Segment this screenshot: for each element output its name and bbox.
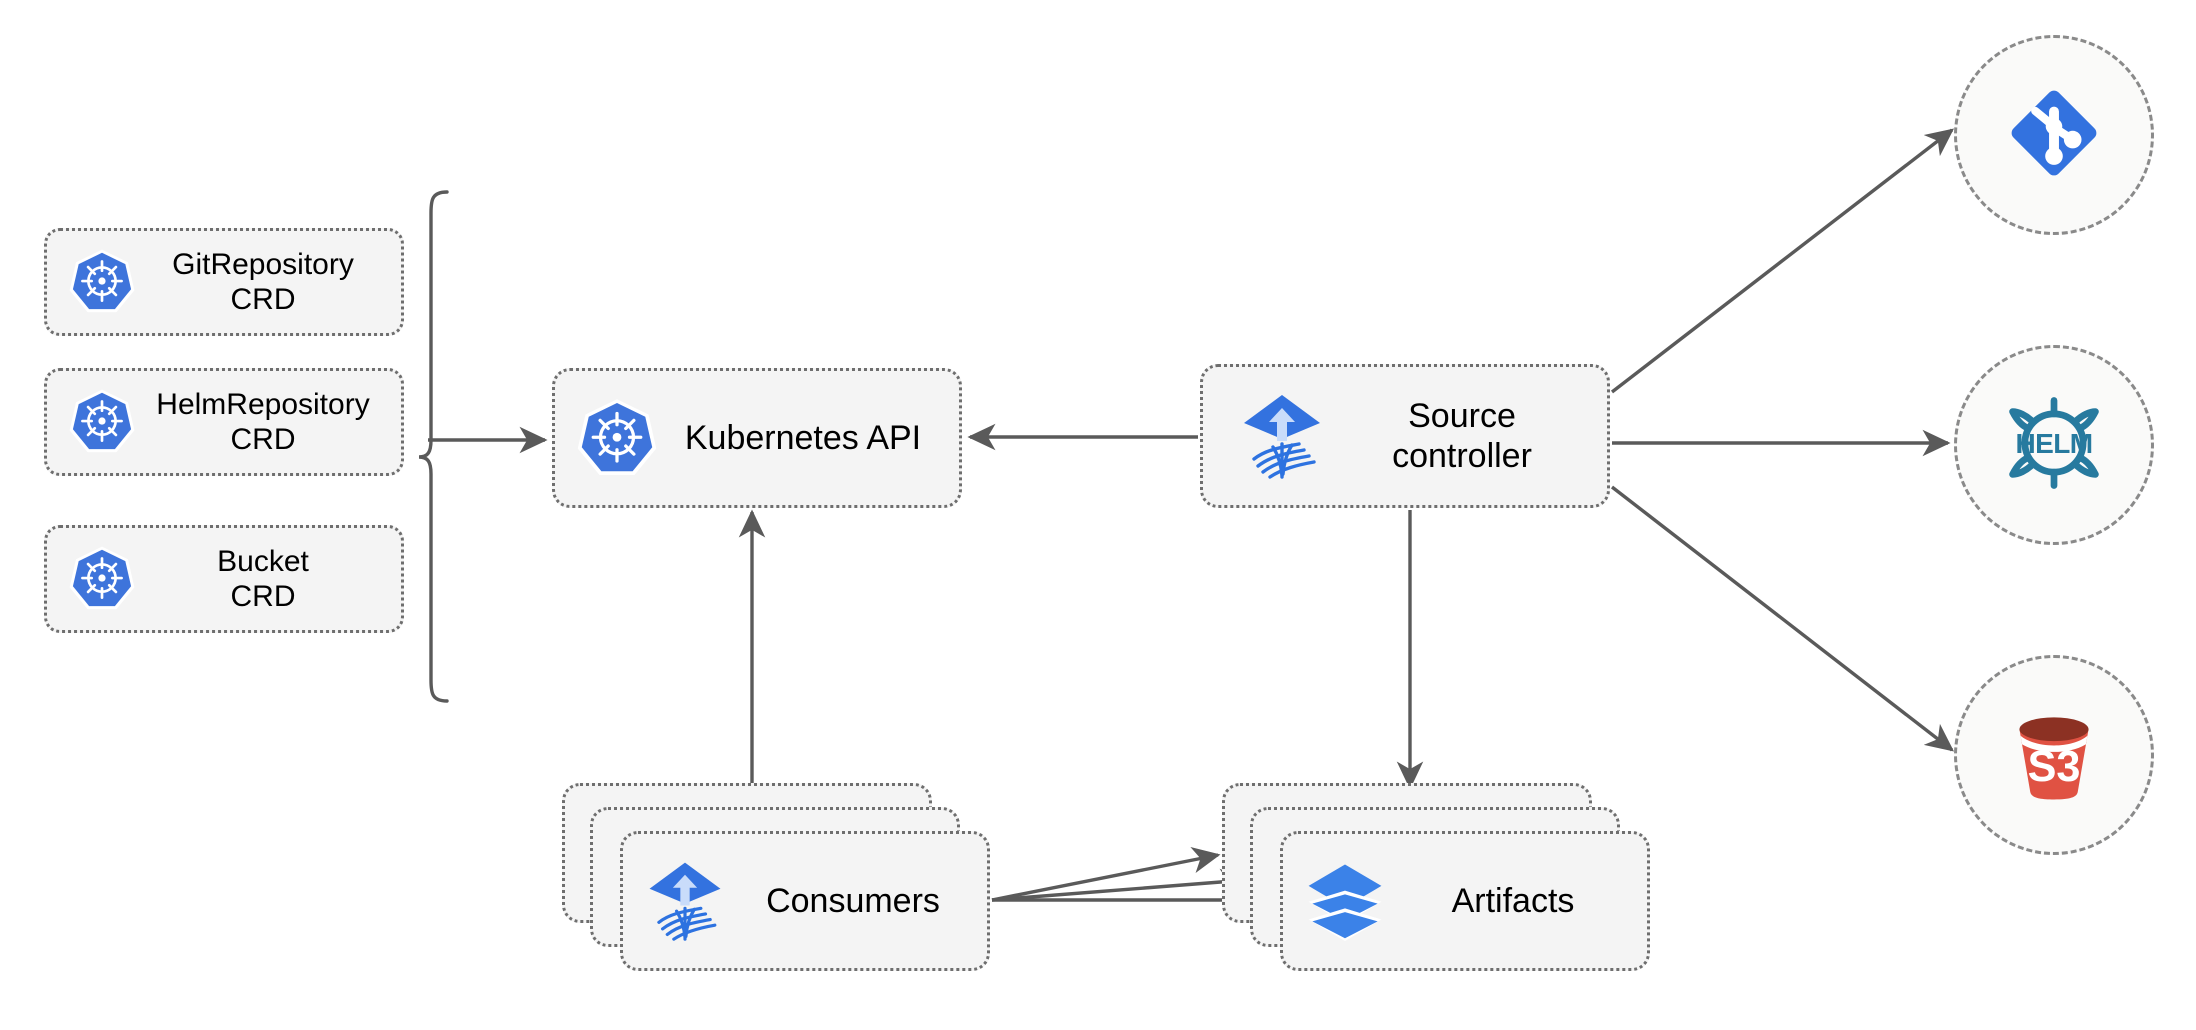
node-label-artifacts: Artifacts (1451, 881, 1575, 920)
kubernetes-icon (577, 396, 657, 481)
node-label-consumers: Consumers (766, 881, 940, 920)
kubernetes-icon (69, 387, 135, 458)
edge-consumers-to-artifacts-mid (991, 868, 1249, 902)
node-kubernetes-api[interactable]: Kubernetes API (552, 368, 962, 508)
flux-icon (643, 857, 727, 946)
edge-source-controller-to-git (1610, 128, 1955, 394)
source-circle-s3[interactable]: S3 (1954, 655, 2154, 855)
git-icon (1999, 78, 2109, 193)
consumers-sheet-front[interactable]: Consumers (620, 831, 990, 971)
artifacts-sheet-front[interactable]: Artifacts (1280, 831, 1650, 971)
kubernetes-icon (69, 544, 135, 615)
crd-box-bucket[interactable]: Bucket CRD (44, 525, 404, 633)
crd-group-bracket (418, 190, 449, 703)
crd-box-helmrepository[interactable]: HelmRepository CRD (44, 368, 404, 476)
node-label-source-controller: Source controller (1392, 396, 1532, 475)
node-label-kubernetes-api: Kubernetes API (684, 418, 922, 457)
crd-box-gitrepository[interactable]: GitRepository CRD (44, 228, 404, 336)
kubernetes-icon (69, 247, 135, 318)
helm-icon: HELM (1998, 387, 2110, 504)
crd-label-helmrepository: HelmRepository CRD (156, 387, 370, 456)
crd-label-gitrepository: GitRepository CRD (172, 247, 354, 316)
edge-source-controller-to-s3 (1610, 485, 1955, 752)
source-circle-git[interactable] (1954, 35, 2154, 235)
edge-consumers-to-artifacts-back (991, 846, 1221, 902)
svg-text:S3: S3 (2028, 743, 2081, 791)
crd-label-bucket: Bucket CRD (217, 544, 309, 613)
source-circle-helm[interactable]: HELM (1954, 345, 2154, 545)
svg-text:HELM: HELM (2015, 428, 2092, 459)
layers-icon (1303, 857, 1387, 946)
node-source-controller[interactable]: Source controller (1200, 364, 1610, 508)
flux-icon (1237, 389, 1327, 484)
s3-bucket-icon: S3 (2000, 699, 2108, 812)
